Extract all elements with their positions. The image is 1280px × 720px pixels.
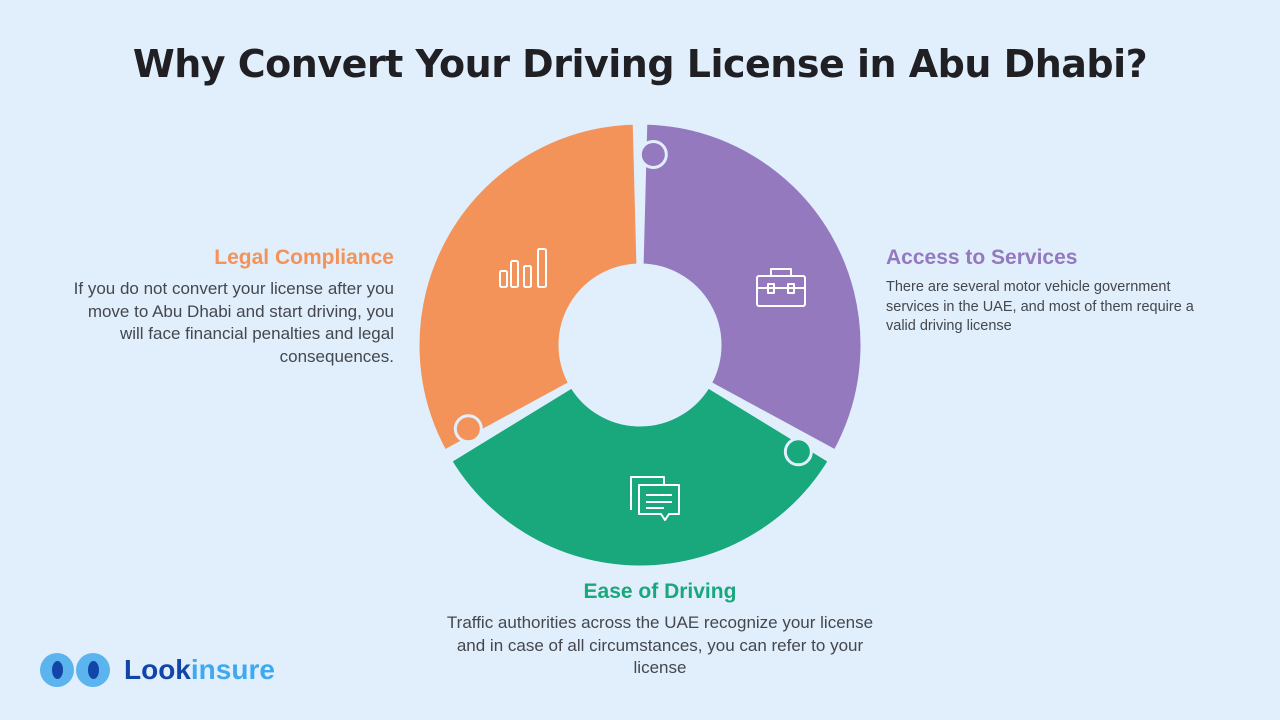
ease-of-driving-text: Traffic authorities across the UAE recog… xyxy=(446,613,874,677)
bar-chart-icon xyxy=(499,248,547,288)
puzzle-tab-ease xyxy=(783,437,813,467)
ring-segment-access xyxy=(640,121,864,453)
ease-of-driving-block: Ease of Driving Traffic authorities acro… xyxy=(440,580,880,680)
toolbox-icon xyxy=(756,268,806,307)
access-to-services-block: Access to Services There are several mot… xyxy=(886,246,1216,337)
legal-compliance-heading: Legal Compliance xyxy=(214,246,394,269)
ease-of-driving-heading: Ease of Driving xyxy=(583,580,737,603)
legal-compliance-text: If you do not convert your license after… xyxy=(73,279,394,366)
access-to-services-text: There are several motor vehicle governme… xyxy=(886,279,1194,334)
page-title: Why Convert Your Driving License in Abu … xyxy=(132,42,1148,86)
logo-eyes-icon xyxy=(40,653,112,687)
puzzle-tab-legal xyxy=(453,414,483,444)
puzzle-tab-access xyxy=(638,139,668,169)
lookinsure-logo[interactable]: Lookinsure xyxy=(40,652,275,688)
chat-messages-icon xyxy=(630,476,680,521)
logo-wordmark: Lookinsure xyxy=(124,654,275,685)
access-to-services-heading: Access to Services xyxy=(886,246,1078,269)
legal-compliance-block: Legal Compliance If you do not convert y… xyxy=(70,246,394,368)
